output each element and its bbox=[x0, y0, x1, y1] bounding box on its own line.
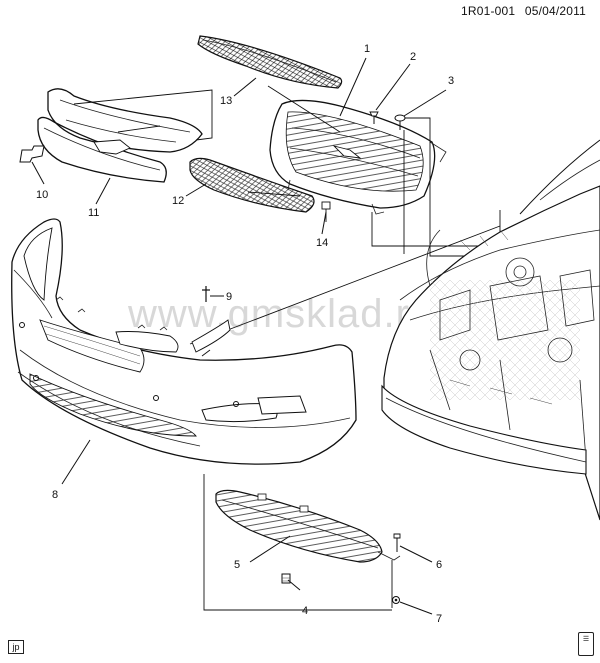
callout-1: 1 bbox=[364, 43, 370, 55]
lower-grille bbox=[215, 489, 401, 563]
doc-date: 05/04/2011 bbox=[524, 4, 586, 18]
diagram-header: 1R01-001 05/04/2011 bbox=[455, 4, 586, 18]
callout-6: 6 bbox=[436, 559, 442, 571]
retainer-clip bbox=[281, 573, 291, 584]
retainer-pin bbox=[202, 286, 210, 302]
vehicle-front-structure bbox=[381, 139, 600, 521]
grille-surround bbox=[37, 88, 203, 183]
callout-11: 11 bbox=[88, 207, 99, 219]
screw bbox=[369, 111, 379, 124]
callout-7: 7 bbox=[436, 613, 442, 625]
push-retainer bbox=[394, 114, 406, 130]
callout-4: 4 bbox=[302, 605, 308, 617]
upper-grille-mesh bbox=[197, 35, 343, 89]
bolt bbox=[393, 533, 401, 552]
callout-9: 9 bbox=[226, 291, 232, 303]
nut bbox=[392, 596, 400, 604]
bowtie-emblem bbox=[19, 145, 45, 163]
lower-grille-mesh bbox=[189, 157, 315, 213]
grille-assembly bbox=[269, 99, 447, 215]
callout-13: 13 bbox=[220, 95, 232, 107]
callout-8: 8 bbox=[52, 489, 58, 501]
book-icon: ☰ bbox=[578, 632, 594, 656]
callout-5: 5 bbox=[234, 559, 240, 571]
callout-2: 2 bbox=[410, 51, 416, 63]
front-bumper-fascia bbox=[11, 218, 357, 465]
callout-labels: 1 2 3 4 5 6 7 8 9 10 11 12 13 14 bbox=[36, 43, 454, 625]
grille-fastener bbox=[321, 201, 331, 210]
corner-tag: jp bbox=[8, 640, 24, 654]
callout-10: 10 bbox=[36, 189, 48, 201]
leader-lines bbox=[31, 57, 447, 615]
doc-code: 1R01-001 bbox=[460, 4, 516, 18]
callout-14: 14 bbox=[316, 237, 328, 249]
callout-12: 12 bbox=[172, 195, 184, 207]
callout-3: 3 bbox=[448, 75, 454, 87]
